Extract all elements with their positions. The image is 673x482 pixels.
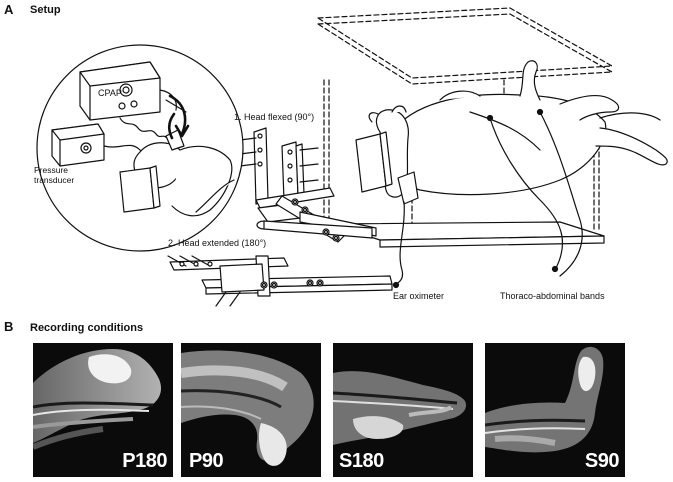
frame-pins [239,137,319,183]
pressure-transducer-label-line2: transducer [34,175,75,185]
mri-label-s180: S180 [339,450,384,472]
thoraco-abdominal-bands-label: Thoraco-abdominal bands [500,291,605,301]
head-holder-block [355,131,419,205]
panel-a-title: Setup [30,4,61,16]
head-frame-extended [169,255,393,297]
mri-p180-graphic [33,349,162,450]
mri-label-p180: P180 [122,450,167,472]
panel-b-letter: B [4,319,14,334]
mri-image-s90: S90 [485,343,625,477]
mri-s180-graphic [333,371,467,445]
ear-oximeter-cable [395,201,405,285]
mri-p90-graphic [181,350,314,466]
mri-image-p90: P90 [181,343,321,477]
base-plate [329,221,605,248]
mri-image-p180: P180 [33,343,173,477]
head-extended-label: 2. Head extended (180°) [168,238,267,248]
setup-illustration [36,7,668,307]
cpap-label: CPAP [98,88,122,98]
animal-outline [368,60,668,198]
pressure-transducer-label-line1: Pressure [34,165,69,175]
mri-image-s180: S180 [333,343,473,477]
mri-s90-graphic [485,346,604,453]
ear-oximeter-label: Ear oximeter [393,291,445,301]
head-flexed-label: 1. Head flexed (90°) [234,112,315,122]
panel-a-letter: A [4,2,14,17]
mri-label-p90: P90 [189,450,224,472]
cpap-inset [36,44,244,252]
panel-b-title: Recording conditions [30,322,144,334]
airflow-arrows [167,94,190,140]
thoraco-abdominal-cables [489,111,583,277]
mri-label-s90: S90 [584,450,620,472]
